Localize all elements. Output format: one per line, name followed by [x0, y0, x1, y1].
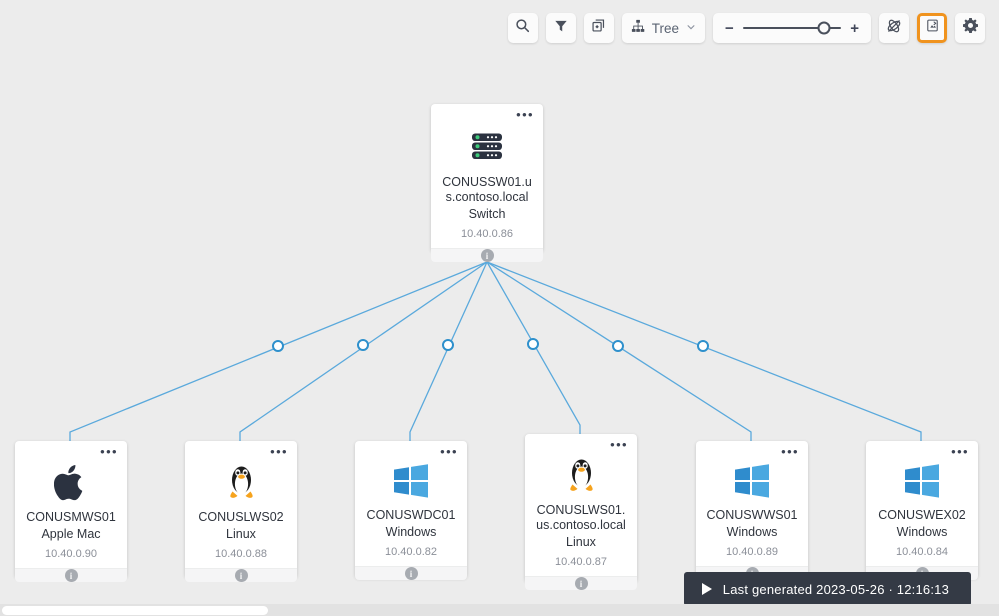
- node-root-body: •••: [431, 104, 543, 248]
- node-child-1[interactable]: ••• CONUSMWS01 Apple Mac 10.40.0.90 i: [15, 441, 127, 582]
- node-hostname: CONUSLWS02: [198, 510, 284, 524]
- status-bar[interactable]: Last generated 2023-05-26 · 12:16:13: [683, 572, 971, 606]
- node-child-4-body: ••• CONUSLWS01.us.contoso.local: [525, 434, 637, 576]
- info-icon: i: [574, 577, 588, 590]
- node-menu-button[interactable]: •••: [951, 444, 969, 459]
- apple-icon: [54, 463, 88, 501]
- node-menu-button[interactable]: •••: [440, 444, 458, 459]
- node-type: Windows: [726, 525, 778, 539]
- node-info-button[interactable]: i: [185, 568, 297, 582]
- export-image-icon: [926, 19, 939, 37]
- node-ip: 10.40.0.87: [555, 556, 607, 568]
- zoom-out-button[interactable]: −: [725, 19, 734, 37]
- node-child-3-body: ••• CONUSWDC01 Windows 10.40.0.82: [355, 441, 467, 566]
- node-child-4[interactable]: ••• CONUSLWS01.us.contoso.local: [525, 434, 637, 590]
- horizontal-scrollbar-thumb[interactable]: [2, 606, 268, 615]
- zoom-slider-thumb[interactable]: [817, 21, 831, 35]
- windows-icon: [733, 463, 771, 499]
- toolbar: Tree − +: [507, 13, 985, 43]
- play-icon[interactable]: [701, 583, 712, 595]
- zoom-in-button[interactable]: +: [850, 19, 859, 37]
- node-child-6-body: ••• CONUSWEX02 Windows 10.40.0.84: [866, 441, 978, 566]
- last-generated-text: Last generated 2023-05-26 · 12:16:13: [722, 581, 949, 597]
- linux-icon: [225, 463, 258, 501]
- node-type: Linux: [566, 535, 596, 549]
- node-info-button[interactable]: i: [15, 568, 127, 582]
- node-type: Windows: [385, 525, 437, 539]
- node-type: Apple Mac: [41, 527, 101, 541]
- node-child-2[interactable]: ••• CONUSLWS02 Linux: [185, 441, 297, 582]
- node-child-3[interactable]: ••• CONUSWDC01 Windows 10.40.0.82 i: [355, 441, 467, 580]
- search-button[interactable]: [507, 13, 538, 43]
- node-info-button[interactable]: i: [431, 248, 543, 262]
- node-child-2-body: ••• CONUSLWS02 Linux: [185, 441, 297, 568]
- node-ip: 10.40.0.86: [461, 228, 513, 240]
- node-ip: 10.40.0.88: [215, 548, 267, 560]
- filter-icon: [554, 19, 568, 38]
- settings-button[interactable]: [955, 13, 985, 43]
- node-type: Switch: [468, 207, 506, 221]
- no-overlap-icon: [886, 18, 902, 39]
- zoom-slider-track[interactable]: [742, 21, 842, 35]
- gear-icon: [962, 18, 978, 38]
- node-menu-button[interactable]: •••: [781, 444, 799, 459]
- node-type: Windows: [896, 525, 948, 539]
- node-ip: 10.40.0.90: [45, 548, 97, 560]
- node-child-5-body: ••• CONUSWWS01 Windows 10.40.0.89: [696, 441, 808, 566]
- duplicate-button[interactable]: [583, 13, 614, 43]
- hierarchy-icon: [631, 19, 645, 38]
- node-info-button[interactable]: i: [525, 576, 637, 590]
- node-menu-button[interactable]: •••: [100, 444, 118, 459]
- node-root[interactable]: •••: [431, 104, 543, 262]
- chevron-down-icon: [686, 19, 696, 37]
- horizontal-scrollbar[interactable]: [0, 604, 999, 616]
- node-menu-button[interactable]: •••: [516, 107, 534, 122]
- windows-icon: [392, 463, 430, 499]
- info-icon: i: [480, 249, 494, 262]
- layout-label: Tree: [651, 20, 679, 36]
- node-info-button[interactable]: i: [355, 566, 467, 580]
- node-ip: 10.40.0.89: [726, 546, 778, 558]
- info-icon: i: [404, 567, 418, 580]
- node-menu-button[interactable]: •••: [610, 437, 628, 452]
- search-icon: [515, 18, 530, 38]
- node-hostname: CONUSWEX02: [878, 508, 966, 522]
- zoom-slider-group[interactable]: − +: [713, 13, 871, 43]
- layout-selector[interactable]: Tree: [621, 13, 705, 43]
- node-hostname: CONUSWDC01: [366, 508, 456, 522]
- node-ip: 10.40.0.84: [896, 546, 948, 558]
- no-overlap-button[interactable]: [879, 13, 909, 43]
- filter-button[interactable]: [545, 13, 576, 43]
- node-child-1-body: ••• CONUSMWS01 Apple Mac 10.40.0.90: [15, 441, 127, 568]
- info-icon: i: [234, 569, 248, 582]
- node-hostname: CONUSMWS01: [26, 510, 116, 524]
- switch-icon: [467, 126, 507, 166]
- export-image-button[interactable]: [917, 13, 947, 43]
- node-type: Linux: [226, 527, 256, 541]
- windows-icon: [903, 463, 941, 499]
- info-icon: i: [64, 569, 78, 582]
- linux-icon: [565, 456, 598, 494]
- node-ip: 10.40.0.82: [385, 546, 437, 558]
- node-child-5[interactable]: ••• CONUSWWS01 Windows 10.40.0.89 i: [696, 441, 808, 580]
- node-menu-button[interactable]: •••: [270, 444, 288, 459]
- node-child-6[interactable]: ••• CONUSWEX02 Windows 10.40.0.84 i: [866, 441, 978, 580]
- duplicate-add-icon: [591, 18, 606, 38]
- node-hostname: CONUSLWS01.us.contoso.local: [536, 503, 626, 532]
- node-hostname: CONUSWWS01: [706, 508, 798, 522]
- node-hostname: CONUSSW01.us.contoso.local: [442, 175, 532, 204]
